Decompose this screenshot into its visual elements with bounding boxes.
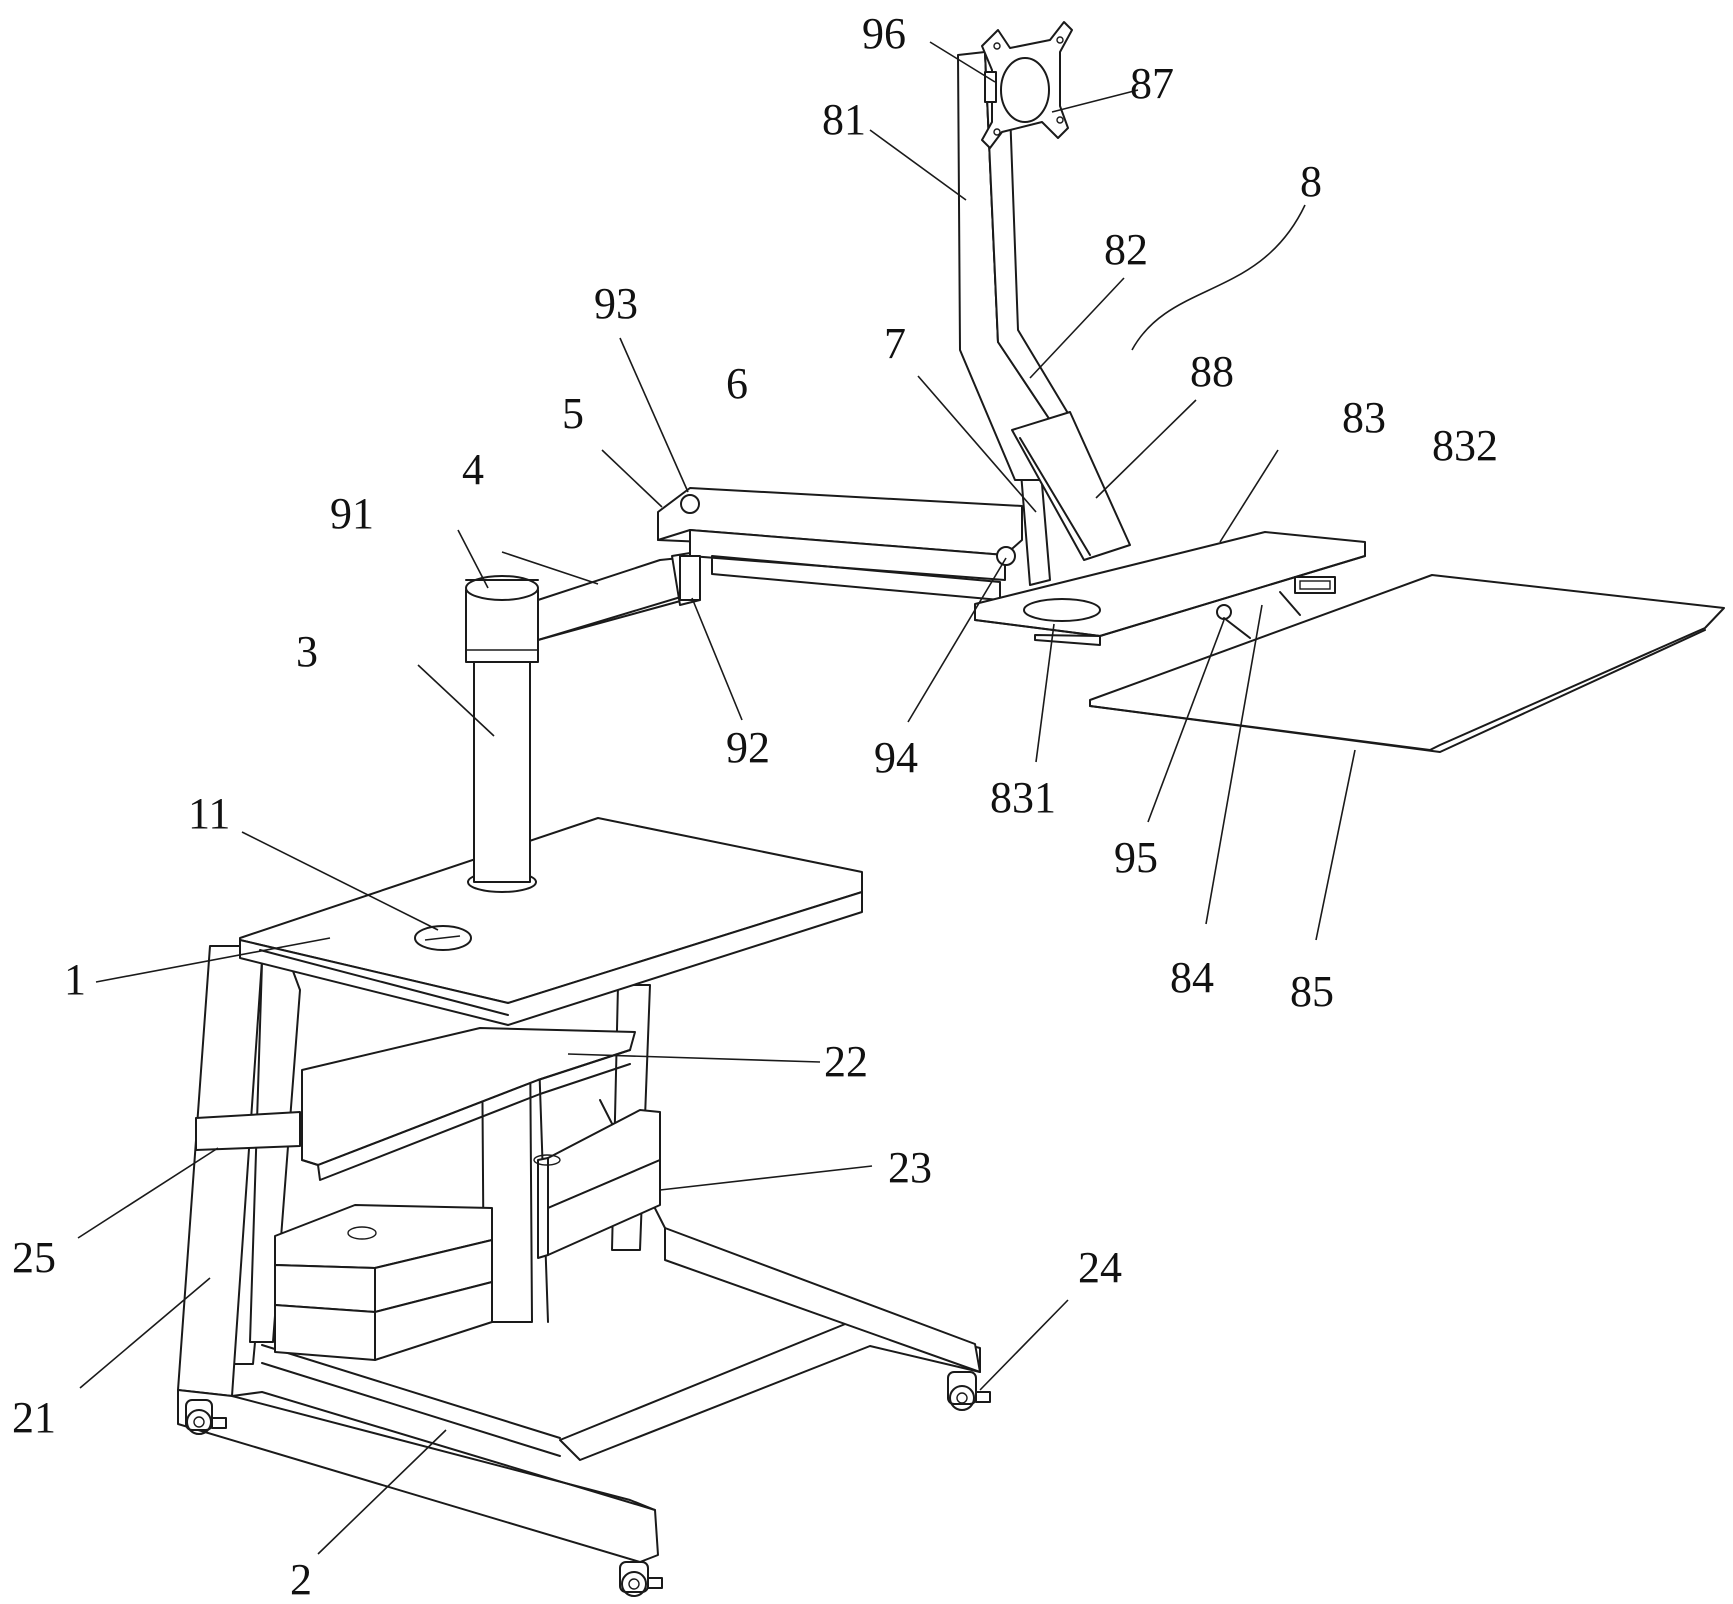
label-85: 85 bbox=[1290, 967, 1334, 1016]
label-82: 82 bbox=[1104, 225, 1148, 274]
label-23: 23 bbox=[888, 1143, 932, 1192]
label-88: 88 bbox=[1190, 347, 1234, 396]
label-831: 831 bbox=[990, 773, 1056, 822]
label-2: 2 bbox=[290, 1555, 312, 1604]
label-8: 8 bbox=[1300, 157, 1322, 206]
label-21: 21 bbox=[12, 1393, 56, 1442]
caster-wheel-front bbox=[619, 1561, 663, 1597]
label-84: 84 bbox=[1170, 953, 1214, 1002]
label-87: 87 bbox=[1130, 59, 1174, 108]
label-96: 96 bbox=[862, 9, 906, 58]
leader-lines bbox=[77, 41, 1356, 1555]
label-24: 24 bbox=[1078, 1243, 1122, 1292]
base-frame bbox=[177, 945, 991, 1597]
label-11: 11 bbox=[188, 789, 231, 838]
label-92: 92 bbox=[726, 723, 770, 772]
label-3: 3 bbox=[296, 627, 318, 676]
pivot-95 bbox=[1216, 604, 1232, 620]
top-table bbox=[239, 817, 863, 1026]
middle-shelf bbox=[301, 1027, 636, 1181]
label-25: 25 bbox=[12, 1233, 56, 1282]
keyboard-tray bbox=[974, 531, 1366, 646]
label-94: 94 bbox=[874, 733, 918, 782]
label-1: 1 bbox=[64, 955, 86, 1004]
pivot-94 bbox=[996, 546, 1016, 566]
pivot-93 bbox=[680, 494, 700, 514]
label-22: 22 bbox=[824, 1037, 868, 1086]
label-4: 4 bbox=[462, 445, 484, 494]
label-81: 81 bbox=[822, 95, 866, 144]
label-91: 91 bbox=[330, 489, 374, 538]
label-93: 93 bbox=[594, 279, 638, 328]
caster-wheel-left bbox=[185, 1399, 227, 1435]
label-95: 95 bbox=[1114, 833, 1158, 882]
side-plate bbox=[1089, 574, 1725, 753]
connector-832 bbox=[1294, 576, 1336, 594]
side-bracket bbox=[1011, 411, 1131, 561]
caster-wheel-right bbox=[947, 1371, 991, 1411]
vertical-column bbox=[465, 575, 539, 883]
label-83: 83 bbox=[1342, 393, 1386, 442]
drawer-boxes bbox=[195, 1109, 661, 1361]
label-7: 7 bbox=[884, 319, 906, 368]
label-832: 832 bbox=[1432, 421, 1498, 470]
horizontal-arm bbox=[537, 551, 701, 641]
cup-holder bbox=[1023, 598, 1101, 622]
label-5: 5 bbox=[562, 389, 584, 438]
label-6: 6 bbox=[726, 359, 748, 408]
support-bar bbox=[657, 487, 1023, 601]
monitor-mount bbox=[981, 21, 1073, 149]
